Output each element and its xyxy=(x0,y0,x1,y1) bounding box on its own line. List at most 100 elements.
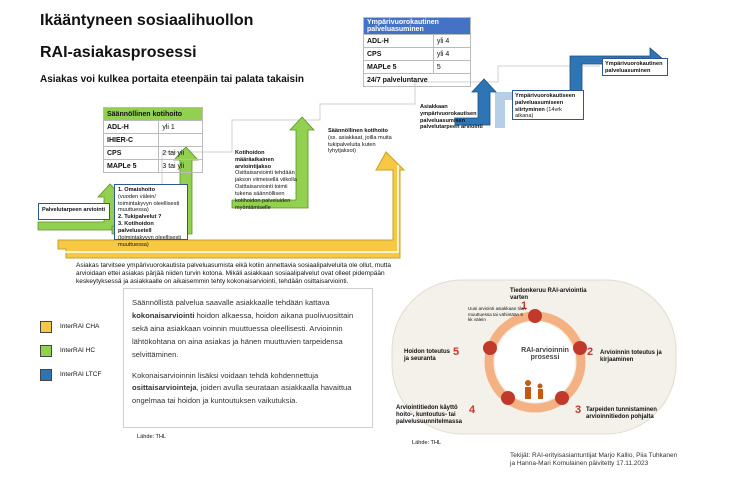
step2-item-5: (toimintakyvyn oleellisesti muuttuessa) xyxy=(118,234,182,248)
table-cell: 5 xyxy=(432,60,472,74)
text-span: , joiden avulla seurataan asiakkaalla ha… xyxy=(132,383,352,406)
text-span: Säännöllistä palvelua saavalle asiakkaal… xyxy=(132,298,330,307)
authors-line-1: Tekijät: RAI-erityisasiantuntijat Marjo … xyxy=(510,452,678,459)
person-body-icon xyxy=(538,389,543,399)
cycle-center xyxy=(495,322,575,402)
table-cell: MAPLe 5 xyxy=(102,159,160,173)
rai-cycle-diagram xyxy=(391,279,677,435)
info-textbox: Säännöllistä palvelua saavalle asiakkaal… xyxy=(123,288,373,428)
step-siirtyminen: Ympärivuorokautiseen palveluasumiseen si… xyxy=(512,90,584,120)
table-cell: MAPLe 5 xyxy=(363,60,434,74)
cycle-step-5: Hoidon toteutus ja seuranta xyxy=(404,349,450,363)
step-palvelutarpeen-arviointi: Palvelutarpeen arviointi xyxy=(38,203,110,220)
description-paragraph: Asiakas tarvitsee ympärivuorokautista pa… xyxy=(76,262,392,286)
legend-label: InterRAI LTCF xyxy=(60,370,102,378)
cycle-node-3 xyxy=(555,391,569,405)
green-table-header: Säännöllinen kotihoito xyxy=(103,107,203,121)
blue-table-footer: 24/7 palveluntarve xyxy=(363,73,471,87)
step-kotihoidon-arviointijakso: Kotihoidon määräaikainen arviointijakso … xyxy=(235,150,299,218)
step3-text: Osittaisarviointi tehdään jakson viimeis… xyxy=(235,170,297,211)
step6-title: Ympärivuorokautiseen palveluasumiseen si… xyxy=(515,93,576,113)
authors: Tekijät: RAI-erityisasiantuntijat Marjo … xyxy=(510,452,677,468)
legend-label: InterRAI CHA xyxy=(60,322,100,330)
legend-item-ltcf: InterRAI LTCF xyxy=(40,363,101,387)
text-bold: osittaisarviointeja xyxy=(132,383,197,393)
step2-item-2: (vuoden välein/ toimintakyvyn oleellises… xyxy=(118,193,180,214)
table-cell: IHIER-C xyxy=(102,133,160,147)
source-label-2: Lähde: THL xyxy=(412,440,442,446)
table-cell: CPS xyxy=(363,47,434,61)
yellow-stair-line xyxy=(62,165,399,253)
step6-note: (14vrk aikana) xyxy=(515,106,562,120)
step-ymparivuorokautinen-arviointi: Asiakkaan ympärivuorokautisen palveluasu… xyxy=(420,104,483,131)
table-row: IHIER-C xyxy=(102,133,203,147)
step4-text: (ss. asiakkaat, joilla muita tukipalvelu… xyxy=(328,134,392,155)
blue-arrow xyxy=(454,78,497,126)
legend-item-cha: InterRAI CHA xyxy=(40,315,101,339)
step-saannollinen-kotihoito: Säännöllinen kotihoito (ss. asiakkaat, j… xyxy=(328,128,398,158)
step4-title: Säännöllinen kotihoito xyxy=(328,128,388,134)
cycle-number-5: 5 xyxy=(453,346,460,358)
table-cell: yli 4 xyxy=(432,47,472,61)
step2-item-1: 1. Omaishoito xyxy=(118,187,155,193)
page-subtitle-main: RAI-asiakasprosessi xyxy=(40,44,197,61)
cycle-center-line2: prosessi xyxy=(530,354,560,361)
step2-item-3: 2. Tukipalvelut ? xyxy=(118,214,162,221)
cycle-step-4: Arviointitiedon käyttö hoito-, kuntoutus… xyxy=(396,405,463,426)
text-span: hoidon alkaessa, hoidon aikana puolivuos… xyxy=(132,310,354,359)
legend-swatch-yellow xyxy=(40,321,52,333)
legend-item-hc: InterRAI HC xyxy=(40,339,101,363)
step-ymparivuorokautinen-palveluasuminen: Ympärivuorokautinen palveluasuminen xyxy=(602,58,668,76)
person-icon xyxy=(537,383,543,389)
step-omaishoito-box: 1. Omaishoito (vuoden välein/ toimintaky… xyxy=(114,184,188,248)
blue-table-header: Ympärivuorokautinen palveluasuminen xyxy=(363,17,471,35)
cycle-step-2: Arvioinnin toteutus ja kirjaaminen xyxy=(600,350,662,364)
legend-swatch-blue xyxy=(40,369,52,381)
cycle-step-3: Tarpeiden tunnistaminen arvioinnitiedon … xyxy=(586,407,657,421)
table-cell: 2 tai yli xyxy=(158,146,203,160)
cycle-node-2 xyxy=(573,341,587,355)
cycle-number-1: 1 xyxy=(521,300,528,312)
cycle-node-1 xyxy=(528,309,542,323)
source-label-1: Lähde: THL xyxy=(137,434,167,440)
cycle-step-1: Tiedonkeruu RAI-arviointia varten xyxy=(510,288,587,302)
legend: InterRAI CHA InterRAI HC InterRAI LTCF xyxy=(40,315,101,387)
table-cell: 3 tai yli xyxy=(158,159,203,173)
cycle-node-5 xyxy=(483,341,497,355)
info-paragraph-1: Säännöllistä palvelua saavalle asiakkaal… xyxy=(132,297,364,362)
text-span: Kokonaisarvioinnin lisäksi voidaan tehdä… xyxy=(132,370,319,380)
step3-title: Kotihoidon määräaikainen arviointijakso xyxy=(235,150,274,170)
cycle-number-2: 2 xyxy=(587,346,594,358)
cycle-step-1-note: Uusi arviointi asiakkaan tilan muuttuess… xyxy=(468,306,526,322)
table-cell xyxy=(158,133,203,147)
table-cell: ADL-H xyxy=(363,34,434,48)
page-subtitle: Asiakas voi kulkea portaita eteenpäin ta… xyxy=(40,74,304,85)
person-body-icon xyxy=(525,387,531,399)
table-cell: yli 1 xyxy=(158,120,203,134)
info-paragraph-2: Kokonaisarvioinnin lisäksi voidaan tehdä… xyxy=(132,370,364,409)
text-bold: kokonaisarviointi xyxy=(132,310,195,320)
blue-table: Ympärivuorokautinen palveluasuminen ADL-… xyxy=(363,17,472,87)
yellow-stair-shape xyxy=(57,151,406,259)
page-title: Ikääntyneen sosiaalihuollon xyxy=(40,12,254,29)
cycle-center-label: RAI-arvioinnin prosessi xyxy=(505,347,585,361)
table-cell: ADL-H xyxy=(102,120,160,134)
legend-swatch-green xyxy=(40,345,52,357)
cycle-center-line1: RAI-arvioinnin xyxy=(521,347,569,354)
legend-label: InterRAI HC xyxy=(60,346,96,354)
cycle-node-4 xyxy=(501,391,515,405)
person-icon xyxy=(525,380,531,386)
table-cell: CPS xyxy=(102,146,160,160)
cycle-number-4: 4 xyxy=(469,404,476,416)
cycle-number-3: 3 xyxy=(575,404,582,416)
green-arrow-3 xyxy=(231,116,315,209)
authors-line-2: ja Hanna-Mari Komulainen päivitetty 17.1… xyxy=(510,460,649,468)
step2-item-4: 3. Kotihoidon palvelusetelI xyxy=(118,221,154,234)
